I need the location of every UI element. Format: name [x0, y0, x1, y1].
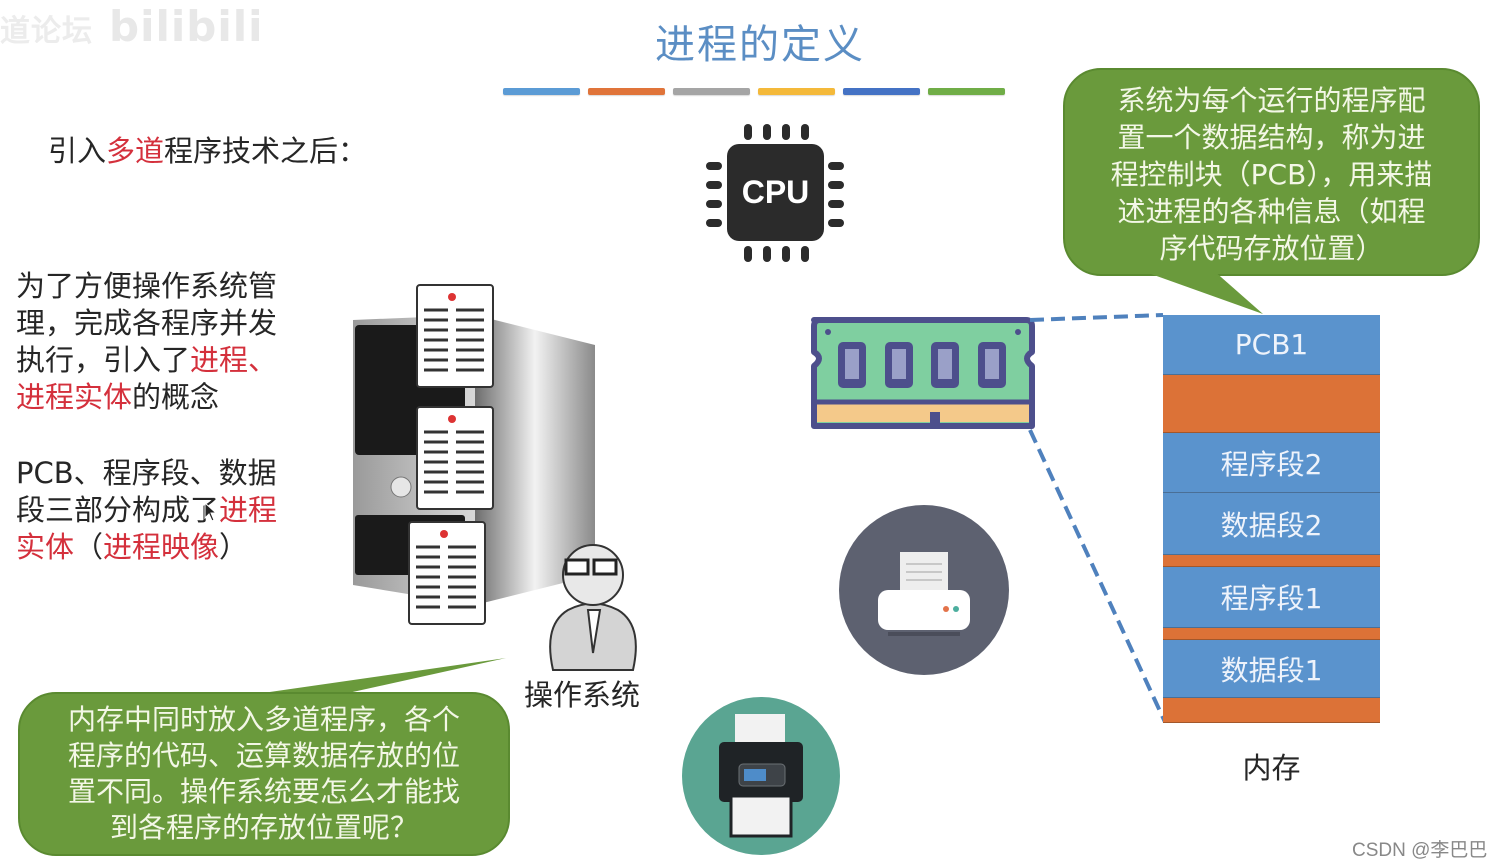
ram-to-memory-connector	[1028, 313, 1167, 723]
text-span: 的概念	[132, 380, 220, 414]
printer-icon	[839, 505, 1009, 675]
color-bar	[758, 88, 835, 95]
text-line: PCB、程序段、数据	[16, 456, 277, 490]
memory-layout: PCB1 程序段2 数据段2 程序段1 数据段1	[1163, 315, 1380, 723]
text-span: 段三部分构成了	[16, 493, 220, 527]
text-line: 实体（进程映像）	[16, 529, 316, 566]
text-line: 理，完成各程序并发	[16, 306, 278, 340]
author-credit: CSDN @李巴巴	[1352, 840, 1488, 861]
highlight-process-image: 进程映像	[103, 530, 220, 564]
memory-segment-data1: 数据段1	[1163, 640, 1380, 698]
bubble-line: 到各程序的存放位置呢？	[109, 811, 418, 844]
video-watermark: 道论坛 bilibili	[0, 2, 264, 51]
bubble-line: 系统为每个运行的程序配	[1117, 84, 1426, 117]
inkjet-printer-icon	[682, 697, 840, 855]
highlight-process-entity: 进程实体	[16, 380, 133, 414]
cpu-label: CPU	[727, 144, 824, 241]
title-color-bars	[503, 88, 1005, 95]
intro-prefix: 引入	[48, 134, 107, 168]
text-line: 段三部分构成了进程	[16, 492, 316, 529]
color-bar	[843, 88, 920, 95]
memory-label: 内存	[1242, 751, 1301, 785]
text-span: ）	[219, 530, 249, 564]
paragraph-process-concept: 为了方便操作系统管 理，完成各程序并发 执行，引入了进程、 进程实体的概念	[16, 268, 316, 416]
text-line: 进程实体的概念	[16, 379, 316, 416]
os-label: 操作系统	[524, 678, 641, 712]
text-span: （	[74, 530, 104, 564]
color-bar	[588, 88, 665, 95]
highlight-process: 进程、	[190, 343, 278, 377]
ram-module-icon	[811, 317, 1035, 429]
memory-segment-free	[1163, 628, 1380, 640]
watermark-text: 道论坛	[0, 14, 93, 49]
bubble-line: 置不同。操作系统要怎么才能找	[67, 775, 460, 808]
paragraph-process-image: PCB、程序段、数据 段三部分构成了进程 实体（进程映像）	[16, 455, 316, 566]
intro-highlight: 多道	[106, 134, 165, 168]
cpu-icon: CPU	[704, 122, 846, 264]
highlight-process: 进程	[219, 493, 278, 527]
bubble-line: 置一个数据结构，称为进	[1117, 121, 1426, 154]
intro-suffix: 程序技术之后：	[164, 134, 368, 168]
slide-title: 进程的定义	[655, 22, 865, 68]
bubble-line: 述进程的各种信息（如程	[1117, 195, 1426, 228]
bubble-tail	[235, 658, 506, 697]
mouse-cursor-icon	[204, 502, 218, 522]
memory-segment-program1: 程序段1	[1163, 567, 1380, 628]
program-document-icon-3	[406, 519, 486, 629]
memory-segment-pcb1: PCB1	[1163, 315, 1380, 375]
bubble-line: 程序的代码、运算数据存放的位	[67, 739, 460, 772]
bubble-line: 序代码存放位置）	[1159, 232, 1384, 265]
color-bar	[928, 88, 1005, 95]
memory-question-bubble: 内存中同时放入多道程序，各个 程序的代码、运算数据存放的位 置不同。操作系统要怎…	[18, 692, 510, 856]
memory-segment-program2: 程序段2	[1163, 433, 1380, 493]
pcb-explanation-bubble: 系统为每个运行的程序配 置一个数据结构，称为进 程控制块（PCB），用来描 述进…	[1063, 68, 1480, 276]
intro-text: 引入多道程序技术之后：	[48, 133, 367, 170]
bubble-line: 内存中同时放入多道程序，各个	[67, 703, 460, 736]
color-bar	[673, 88, 750, 95]
memory-segment-free	[1163, 375, 1380, 433]
program-document-icon-1	[414, 282, 494, 392]
operating-system-character-icon	[549, 544, 637, 671]
program-document-icon-2	[414, 404, 494, 514]
memory-segment-free	[1163, 698, 1380, 723]
color-bar	[503, 88, 580, 95]
bubble-tail	[1140, 270, 1263, 314]
text-line: 执行，引入了进程、	[16, 342, 316, 379]
text-line: 为了方便操作系统管	[16, 269, 278, 303]
text-span: 执行，引入了	[16, 343, 191, 377]
highlight-entity: 实体	[16, 530, 75, 564]
memory-segment-free	[1163, 555, 1380, 567]
bubble-line: 程控制块（PCB），用来描	[1110, 158, 1433, 191]
bilibili-logo: bilibili	[109, 2, 264, 51]
memory-segment-data2: 数据段2	[1163, 493, 1380, 555]
